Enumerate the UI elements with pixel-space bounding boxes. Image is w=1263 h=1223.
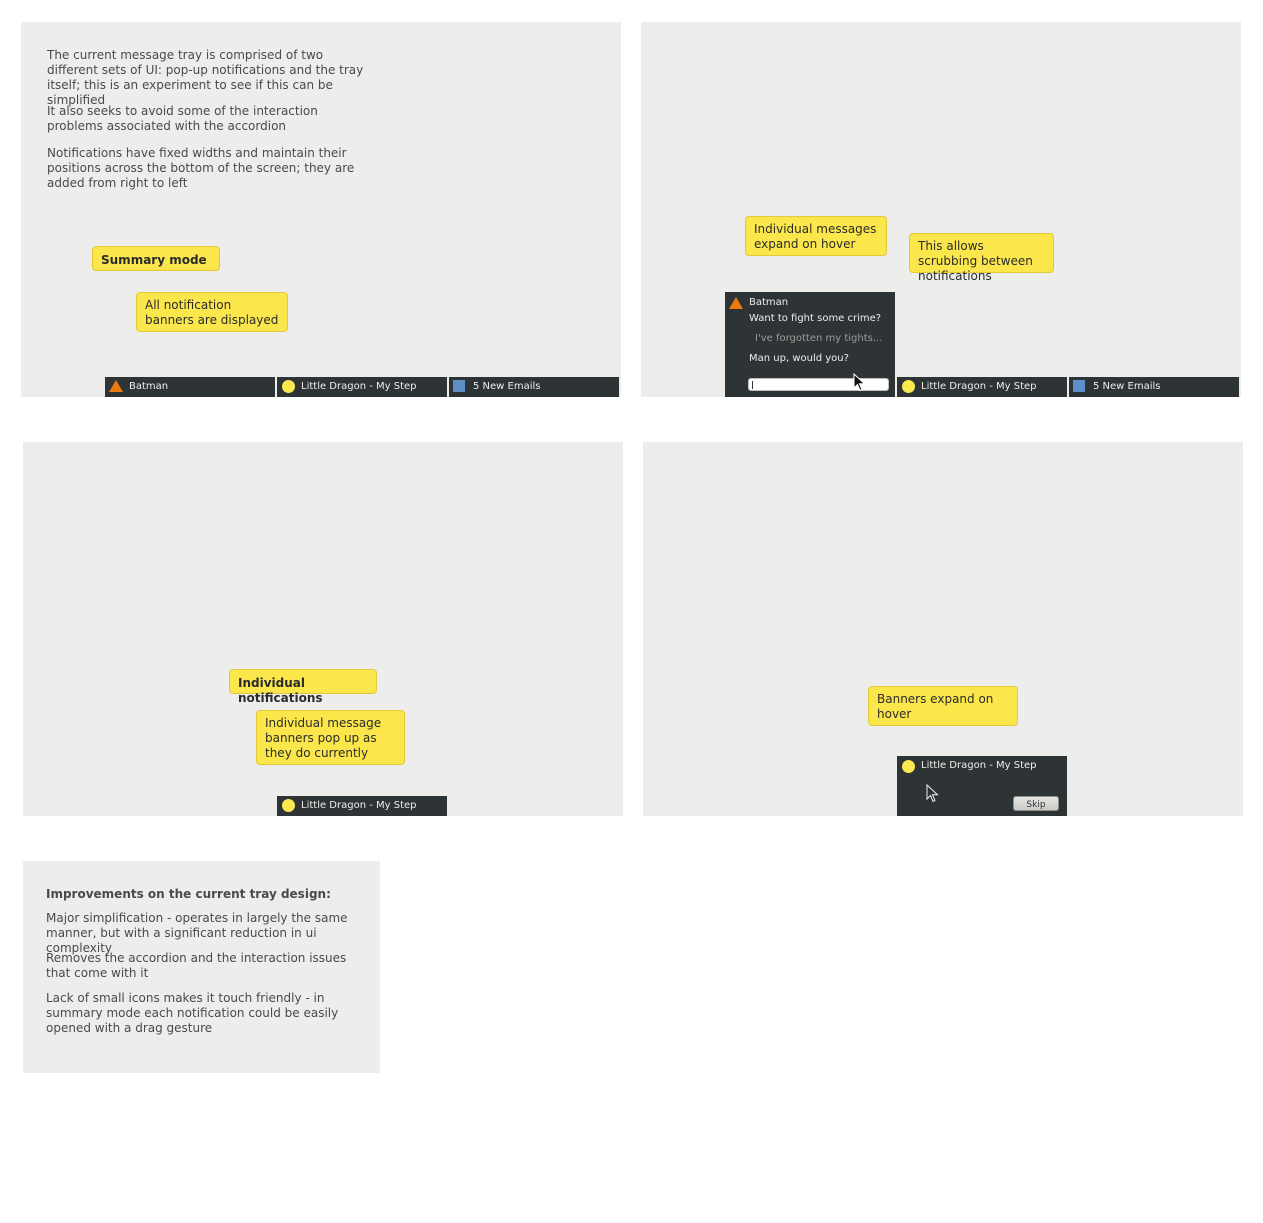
banner-label: Little Dragon - My Step [301, 800, 417, 811]
notification-banner-music[interactable]: Little Dragon - My Step [277, 377, 447, 397]
expanded-banner-music[interactable]: Little Dragon - My Step Skip [897, 756, 1067, 816]
yellow-circle-icon [902, 380, 915, 393]
improvements-panel: Improvements on the current tray design:… [23, 861, 380, 1073]
summary-mode-note: Summary mode [92, 246, 220, 271]
text-caret [752, 381, 753, 389]
pop-up-note: Individual message banners pop up as the… [256, 710, 405, 765]
banner-label: Batman [129, 381, 169, 392]
improvement-point: Lack of small icons makes it touch frien… [46, 991, 339, 1035]
description-paragraph: Notifications have fixed widths and main… [47, 146, 355, 190]
improvement-point: Major simplification - operates in large… [46, 911, 348, 955]
notification-banner-batman[interactable]: Batman [105, 377, 275, 397]
notification-title: Batman [749, 297, 789, 308]
all-banners-note: All notification banners are displayed [136, 292, 288, 332]
hover-expand-panel: Individual messages expand on hover This… [641, 22, 1241, 397]
notification-banner-music[interactable]: Little Dragon - My Step [897, 377, 1067, 397]
yellow-circle-icon [902, 760, 915, 773]
mouse-pointer-icon [853, 373, 866, 392]
description-paragraph: It also seeks to avoid some of the inter… [47, 104, 318, 133]
notification-banner-email[interactable]: 5 New Emails [449, 377, 619, 397]
banner-label: Little Dragon - My Step [301, 381, 417, 392]
scrubbing-note: This allows scrubbing between notificati… [909, 233, 1054, 283]
improvements-heading: Improvements on the current tray design: [46, 887, 331, 901]
chat-message: Want to fight some crime? [749, 313, 882, 324]
expand-on-hover-note: Individual messages expand on hover [745, 216, 887, 256]
chat-message: I've forgotten my tights... [755, 333, 883, 344]
skip-button[interactable]: Skip [1013, 796, 1059, 811]
yellow-circle-icon [282, 380, 295, 393]
notification-banner-email[interactable]: 5 New Emails [1069, 377, 1239, 397]
banner-label: 5 New Emails [1093, 381, 1161, 392]
blue-square-icon [1073, 380, 1085, 392]
reply-input[interactable] [748, 378, 889, 391]
chat-message: Man up, would you? [749, 353, 849, 364]
banners-expand-note: Banners expand on hover [868, 686, 1018, 726]
expanded-notification-batman[interactable]: Batman Want to fight some crime? I've fo… [725, 292, 895, 397]
banner-label: Little Dragon - My Step [921, 381, 1037, 392]
banner-label: 5 New Emails [473, 381, 541, 392]
warning-triangle-icon [109, 380, 123, 392]
improvement-point: Removes the accordion and the interactio… [46, 951, 347, 980]
summary-mode-panel: The current message tray is comprised of… [21, 22, 621, 397]
individual-notifications-note: Individual notifications [229, 669, 377, 705]
mouse-pointer-icon [926, 784, 939, 803]
banner-hover-panel: Banners expand on hover Little Dragon - … [643, 442, 1243, 816]
individual-notifications-panel: Individual notifications Individual mess… [23, 442, 623, 816]
blue-square-icon [453, 380, 465, 392]
yellow-circle-icon [282, 799, 295, 812]
banner-label: Little Dragon - My Step [921, 760, 1037, 771]
warning-triangle-icon [729, 297, 743, 309]
description-paragraph: The current message tray is comprised of… [47, 48, 364, 107]
notification-banner-music[interactable]: Little Dragon - My Step [277, 796, 447, 816]
